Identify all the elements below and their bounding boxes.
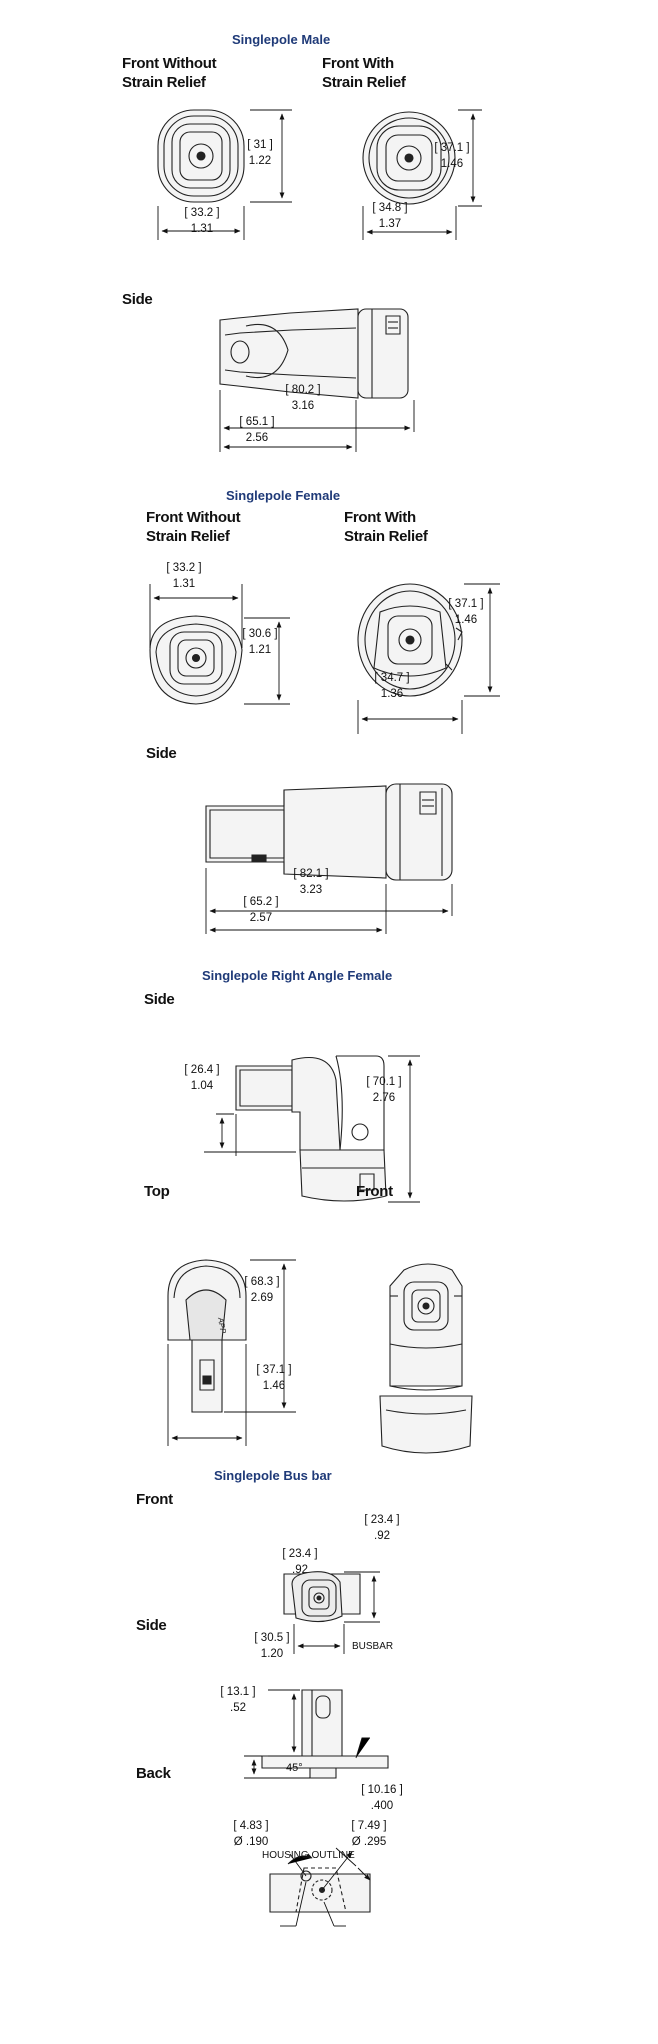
male-side-dims <box>220 390 414 452</box>
male-front-relief-icon <box>363 112 455 204</box>
busbar-dim-3: [ 30.5 ]1.20 <box>254 1632 290 1660</box>
ra-front-label: Front <box>356 1183 393 1200</box>
female-dim-6: [ 65.2 ]2.57 <box>243 896 279 924</box>
busbar-section-title: Singlepole Bus bar <box>214 1468 332 1483</box>
male-dim-2: [ 33.2 ]1.31 <box>184 207 220 235</box>
female-front-relief-label: Front With Strain Relief <box>344 509 428 545</box>
ra-side-icon <box>236 1056 386 1201</box>
busbar-angle-label: 45° <box>286 1762 303 1774</box>
busbar-side-icon <box>262 1690 388 1778</box>
male-dim-4: [ 34.8 ]1.37 <box>372 202 408 230</box>
female-dim-4: [ 34.7 ]1.36 <box>374 672 410 700</box>
ra-dim-1: [ 26.4 ]1.04 <box>184 1064 220 1092</box>
male-front-no-relief-label: Front Without Strain Relief <box>122 55 217 91</box>
busbar-front-dims <box>294 1572 380 1654</box>
female-front-relief-icon <box>358 584 462 696</box>
female-front-no-relief-icon <box>150 616 242 704</box>
busbar-dim-6: [ 4.83 ]Ø .190 <box>233 1820 269 1848</box>
busbar-dim-7: [ 7.49 ]Ø .295 <box>351 1820 387 1848</box>
ra-top-label: Top <box>144 1183 170 1200</box>
female-side-icon <box>206 784 452 880</box>
busbar-dim-4: [ 13.1 ].52 <box>220 1686 256 1714</box>
svg-text:APP: APP <box>216 1316 228 1335</box>
male-dim-5: [ 80.2 ]3.16 <box>285 384 321 412</box>
male-dim-6: [ 65.1 ]2.56 <box>239 416 275 444</box>
ra-front-icon <box>380 1264 472 1453</box>
male-front-relief-dims <box>363 110 482 240</box>
male-side-label: Side <box>122 291 153 308</box>
housing-outline-label: HOUSING OUTLINE <box>262 1850 355 1861</box>
male-front-no-relief-icon <box>158 110 244 202</box>
ra-dim-4: [ 37.1 ]1.46 <box>256 1364 292 1392</box>
female-side-dims <box>206 868 452 934</box>
busbar-back-label: Back <box>136 1765 171 1782</box>
male-dim-3: [ 37.1 ]1.46 <box>434 142 470 170</box>
male-front-no-relief-dims <box>158 110 292 240</box>
busbar-back-icon <box>270 1866 370 1912</box>
male-dim-1: [ 31 ]1.22 <box>247 139 273 167</box>
female-front-no-relief-dims <box>150 584 290 704</box>
busbar-back-dims <box>270 1848 371 1926</box>
ra-top-dims <box>168 1260 296 1446</box>
ra-dim-3: [ 68.3 ]2.69 <box>244 1276 280 1304</box>
ra-section-title: Singlepole Right Angle Female <box>202 968 393 983</box>
female-section-title: Singlepole Female <box>226 488 341 503</box>
busbar-dim-2: [ 23.4 ].92 <box>282 1548 318 1576</box>
female-dim-1: [ 33.2 ]1.31 <box>166 562 202 590</box>
busbar-dim-1: [ 23.4 ].92 <box>364 1514 400 1542</box>
busbar-front-label: Front <box>136 1491 173 1508</box>
ra-top-icon: APP <box>168 1260 246 1412</box>
busbar-front-icon <box>284 1572 360 1622</box>
male-section-title: Singlepole Male <box>232 32 331 47</box>
male-front-relief-label: Front With Strain Relief <box>322 55 406 91</box>
ra-dim-2: [ 70.1 ]2.76 <box>366 1076 402 1104</box>
ra-side-label: Side <box>144 991 175 1008</box>
ra-side-dims <box>204 1056 420 1202</box>
busbar-dim-5: [ 10.16 ].400 <box>361 1784 403 1812</box>
busbar-side-label: Side <box>136 1617 167 1634</box>
female-side-label: Side <box>146 745 177 762</box>
female-dim-3: [ 37.1 ]1.46 <box>448 598 484 626</box>
busbar-side-dims <box>244 1690 370 1778</box>
female-front-no-relief-label: Front Without Strain Relief <box>146 509 241 545</box>
busbar-label: BUSBAR <box>352 1641 394 1652</box>
male-side-icon <box>220 309 408 398</box>
female-dim-2: [ 30.6 ]1.21 <box>242 628 278 656</box>
female-dim-5: [ 82.1 ]3.23 <box>293 868 329 896</box>
female-front-relief-dims <box>358 584 500 734</box>
